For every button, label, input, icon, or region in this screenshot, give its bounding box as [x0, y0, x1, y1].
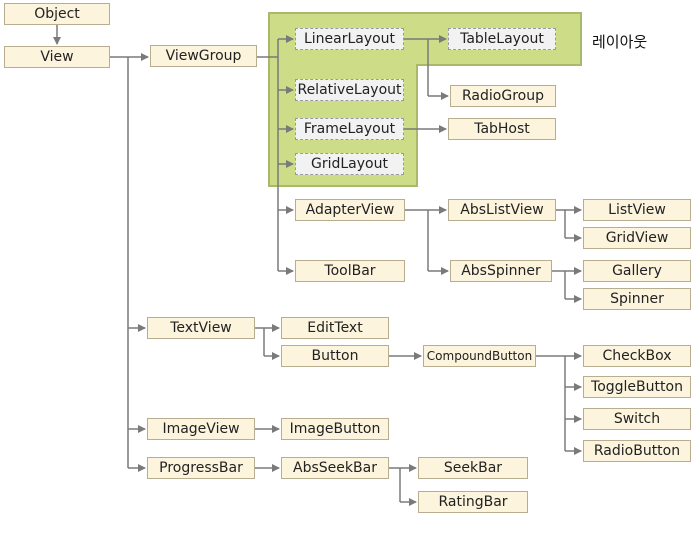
node-gridlayout: GridLayout: [295, 153, 404, 175]
node-button: Button: [281, 345, 389, 367]
node-imageview: ImageView: [147, 418, 255, 440]
node-switch: Switch: [583, 408, 691, 430]
node-linearlayout: LinearLayout: [295, 28, 404, 50]
node-framelayout: FrameLayout: [295, 118, 404, 140]
node-abslistview: AbsListView: [448, 199, 556, 221]
node-spinner: Spinner: [583, 288, 691, 310]
node-ratingbar: RatingBar: [418, 491, 528, 513]
node-seekbar: SeekBar: [418, 457, 528, 479]
node-radiobutton: RadioButton: [583, 440, 691, 462]
layout-region-label: 레이아웃: [592, 33, 648, 51]
node-tabhost: TabHost: [448, 118, 556, 140]
node-gridview: GridView: [583, 227, 691, 249]
node-progressbar: ProgressBar: [147, 457, 255, 479]
node-listview: ListView: [583, 199, 691, 221]
node-compoundbutton: CompoundButton: [423, 345, 536, 367]
node-textview: TextView: [147, 317, 255, 339]
node-adapterview: AdapterView: [295, 199, 405, 221]
node-gallery: Gallery: [583, 260, 691, 282]
node-view: View: [4, 46, 110, 68]
node-tablelayout: TableLayout: [448, 28, 556, 50]
node-toolbar: ToolBar: [295, 260, 405, 282]
node-edittext: EditText: [281, 317, 389, 339]
node-absspinner: AbsSpinner: [450, 260, 552, 282]
node-radiogroup: RadioGroup: [450, 85, 556, 107]
node-relativelayout: RelativeLayout: [295, 79, 404, 101]
node-checkbox: CheckBox: [583, 345, 691, 367]
node-togglebutton: ToggleButton: [583, 376, 691, 398]
node-viewgroup: ViewGroup: [150, 45, 257, 67]
node-object: Object: [4, 3, 110, 25]
node-imagebutton: ImageButton: [281, 418, 389, 440]
node-absseekbar: AbsSeekBar: [281, 457, 389, 479]
